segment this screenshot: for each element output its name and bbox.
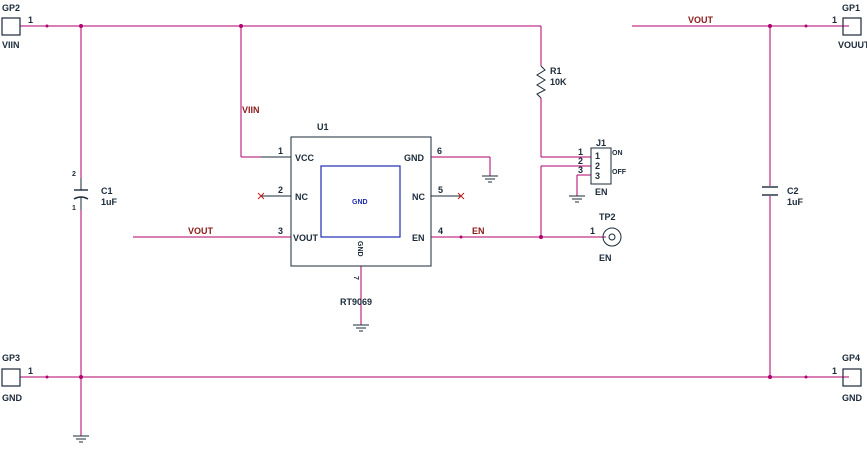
u1-pin5-name: NC bbox=[412, 192, 425, 202]
u1-pin7-name: GND bbox=[356, 241, 363, 257]
c1-pin1: 2 bbox=[72, 171, 76, 178]
u1-pin3-num: 3 bbox=[278, 226, 283, 236]
tp2-ring-inner bbox=[608, 233, 616, 241]
connector-gp3-pin: 1 bbox=[28, 366, 33, 376]
u1-pin6-num: 6 bbox=[437, 146, 442, 156]
r1-zigzag bbox=[536, 65, 547, 99]
connector-gp4[interactable]: GP4 1 GND bbox=[832, 353, 863, 403]
j1-off-text: OFF bbox=[612, 169, 627, 176]
ground-icon bbox=[73, 435, 89, 443]
junction-dot bbox=[239, 24, 243, 28]
u1-pin1-num: 1 bbox=[278, 146, 283, 156]
j1-pin2-outer: 2 bbox=[578, 156, 583, 166]
capacitor-c1[interactable]: 2 1 C1 1uF bbox=[72, 171, 118, 212]
connector-gp2-pin: 1 bbox=[28, 15, 33, 25]
connector-gp1[interactable]: GP1 1 VOUUT bbox=[832, 3, 867, 50]
c2-value: 1uF bbox=[787, 197, 804, 207]
ic-u1[interactable]: GND U1 RT9069 1 VCC 2 NC 3 VOUT 6 GND 5 … bbox=[257, 122, 465, 307]
c1-value: 1uF bbox=[101, 197, 118, 207]
junction-dot bbox=[768, 375, 772, 379]
resistor-r1[interactable]: R1 10K bbox=[536, 65, 567, 99]
u1-pin5-num: 5 bbox=[438, 185, 443, 195]
connector-gp3-ref: GP3 bbox=[2, 353, 20, 363]
j1-ref: J1 bbox=[596, 138, 606, 148]
connector-gp1-box bbox=[842, 17, 862, 36]
u1-pin4-num: 4 bbox=[438, 226, 443, 236]
capacitor-c2[interactable]: C2 1uF bbox=[762, 186, 804, 207]
j1-pin3-inner: 3 bbox=[595, 171, 600, 181]
connector-gp2-ref: GP2 bbox=[2, 3, 20, 13]
j1-pin1-outer: 1 bbox=[578, 147, 583, 157]
connector-gp3-box bbox=[1, 368, 21, 387]
ground-icon bbox=[353, 324, 369, 332]
r1-ref: R1 bbox=[550, 66, 562, 76]
c1-ref: C1 bbox=[101, 186, 113, 196]
c2-ref: C2 bbox=[787, 186, 799, 196]
j1-pin2-inner: 2 bbox=[595, 161, 600, 171]
noconnect-x-icon bbox=[257, 192, 265, 200]
testpoint-tp2[interactable]: TP2 1 EN bbox=[590, 212, 622, 263]
net-label-vout-left: VOUT bbox=[188, 226, 214, 236]
u1-pin4-name: EN bbox=[412, 233, 425, 243]
net-label-en: EN bbox=[472, 226, 485, 236]
junction-dot bbox=[804, 24, 808, 28]
u1-body bbox=[290, 136, 432, 267]
j1-pin1-inner: 1 bbox=[595, 151, 600, 161]
u1-ref: U1 bbox=[317, 122, 329, 132]
junction-dot bbox=[45, 375, 49, 379]
junction-dot bbox=[539, 235, 543, 239]
connector-gp1-pin: 1 bbox=[832, 15, 837, 25]
connector-gp4-pin: 1 bbox=[832, 366, 837, 376]
j1-pin3-outer: 3 bbox=[578, 165, 583, 175]
net-label-vin: VIIN bbox=[242, 105, 260, 115]
j1-on-text: ON bbox=[612, 150, 623, 157]
c1-pin2: 1 bbox=[72, 205, 76, 212]
connector-gp2-box bbox=[1, 17, 21, 36]
u1-pin1-name: VCC bbox=[295, 153, 315, 163]
junction-dot bbox=[79, 375, 83, 379]
junction-dot bbox=[804, 375, 808, 379]
junction-dot bbox=[459, 235, 463, 239]
connector-gp4-ref: GP4 bbox=[842, 353, 860, 363]
connector-gp4-box bbox=[842, 368, 862, 387]
ground-icon bbox=[569, 195, 585, 203]
j1-body bbox=[590, 147, 612, 185]
tp2-ref: TP2 bbox=[599, 212, 616, 222]
junction-dot bbox=[45, 24, 49, 28]
connector-gp2[interactable]: GP2 1 VIIN bbox=[1, 3, 33, 50]
jumper-j1[interactable]: J1 1 2 3 1 2 3 ON OFF EN bbox=[578, 138, 627, 197]
u1-thermal-pad bbox=[320, 165, 401, 238]
net-label-vout-top: VOUT bbox=[688, 15, 714, 25]
junction-dot bbox=[768, 24, 772, 28]
u1-pin3-name: VOUT bbox=[293, 233, 319, 243]
tp2-ring-outer bbox=[602, 227, 622, 247]
u1-pin6-name: GND bbox=[404, 153, 425, 163]
u1-pin2-name: NC bbox=[295, 192, 308, 202]
u1-pin2-num: 2 bbox=[278, 185, 283, 195]
noconnect-x-icon bbox=[457, 192, 465, 200]
connector-gp1-label: VOUUT bbox=[838, 40, 867, 50]
connector-gp1-ref: GP1 bbox=[842, 3, 860, 13]
wires bbox=[20, 25, 849, 436]
connector-gp4-label: GND bbox=[842, 393, 863, 403]
connector-gp3-label: GND bbox=[2, 393, 23, 403]
junction-dot bbox=[79, 24, 83, 28]
ground-icon bbox=[482, 175, 498, 183]
u1-pad-label: GND bbox=[352, 199, 368, 206]
connector-gp3[interactable]: GP3 1 GND bbox=[1, 353, 33, 403]
j1-name: EN bbox=[595, 187, 608, 197]
r1-value: 10K bbox=[550, 77, 567, 87]
tp2-name: EN bbox=[599, 253, 612, 263]
tp2-pin: 1 bbox=[590, 226, 595, 236]
connector-gp2-label: VIIN bbox=[2, 40, 20, 50]
junctions bbox=[45, 24, 808, 379]
u1-pin7-num: 7 bbox=[352, 276, 359, 280]
u1-part: RT9069 bbox=[340, 297, 372, 307]
